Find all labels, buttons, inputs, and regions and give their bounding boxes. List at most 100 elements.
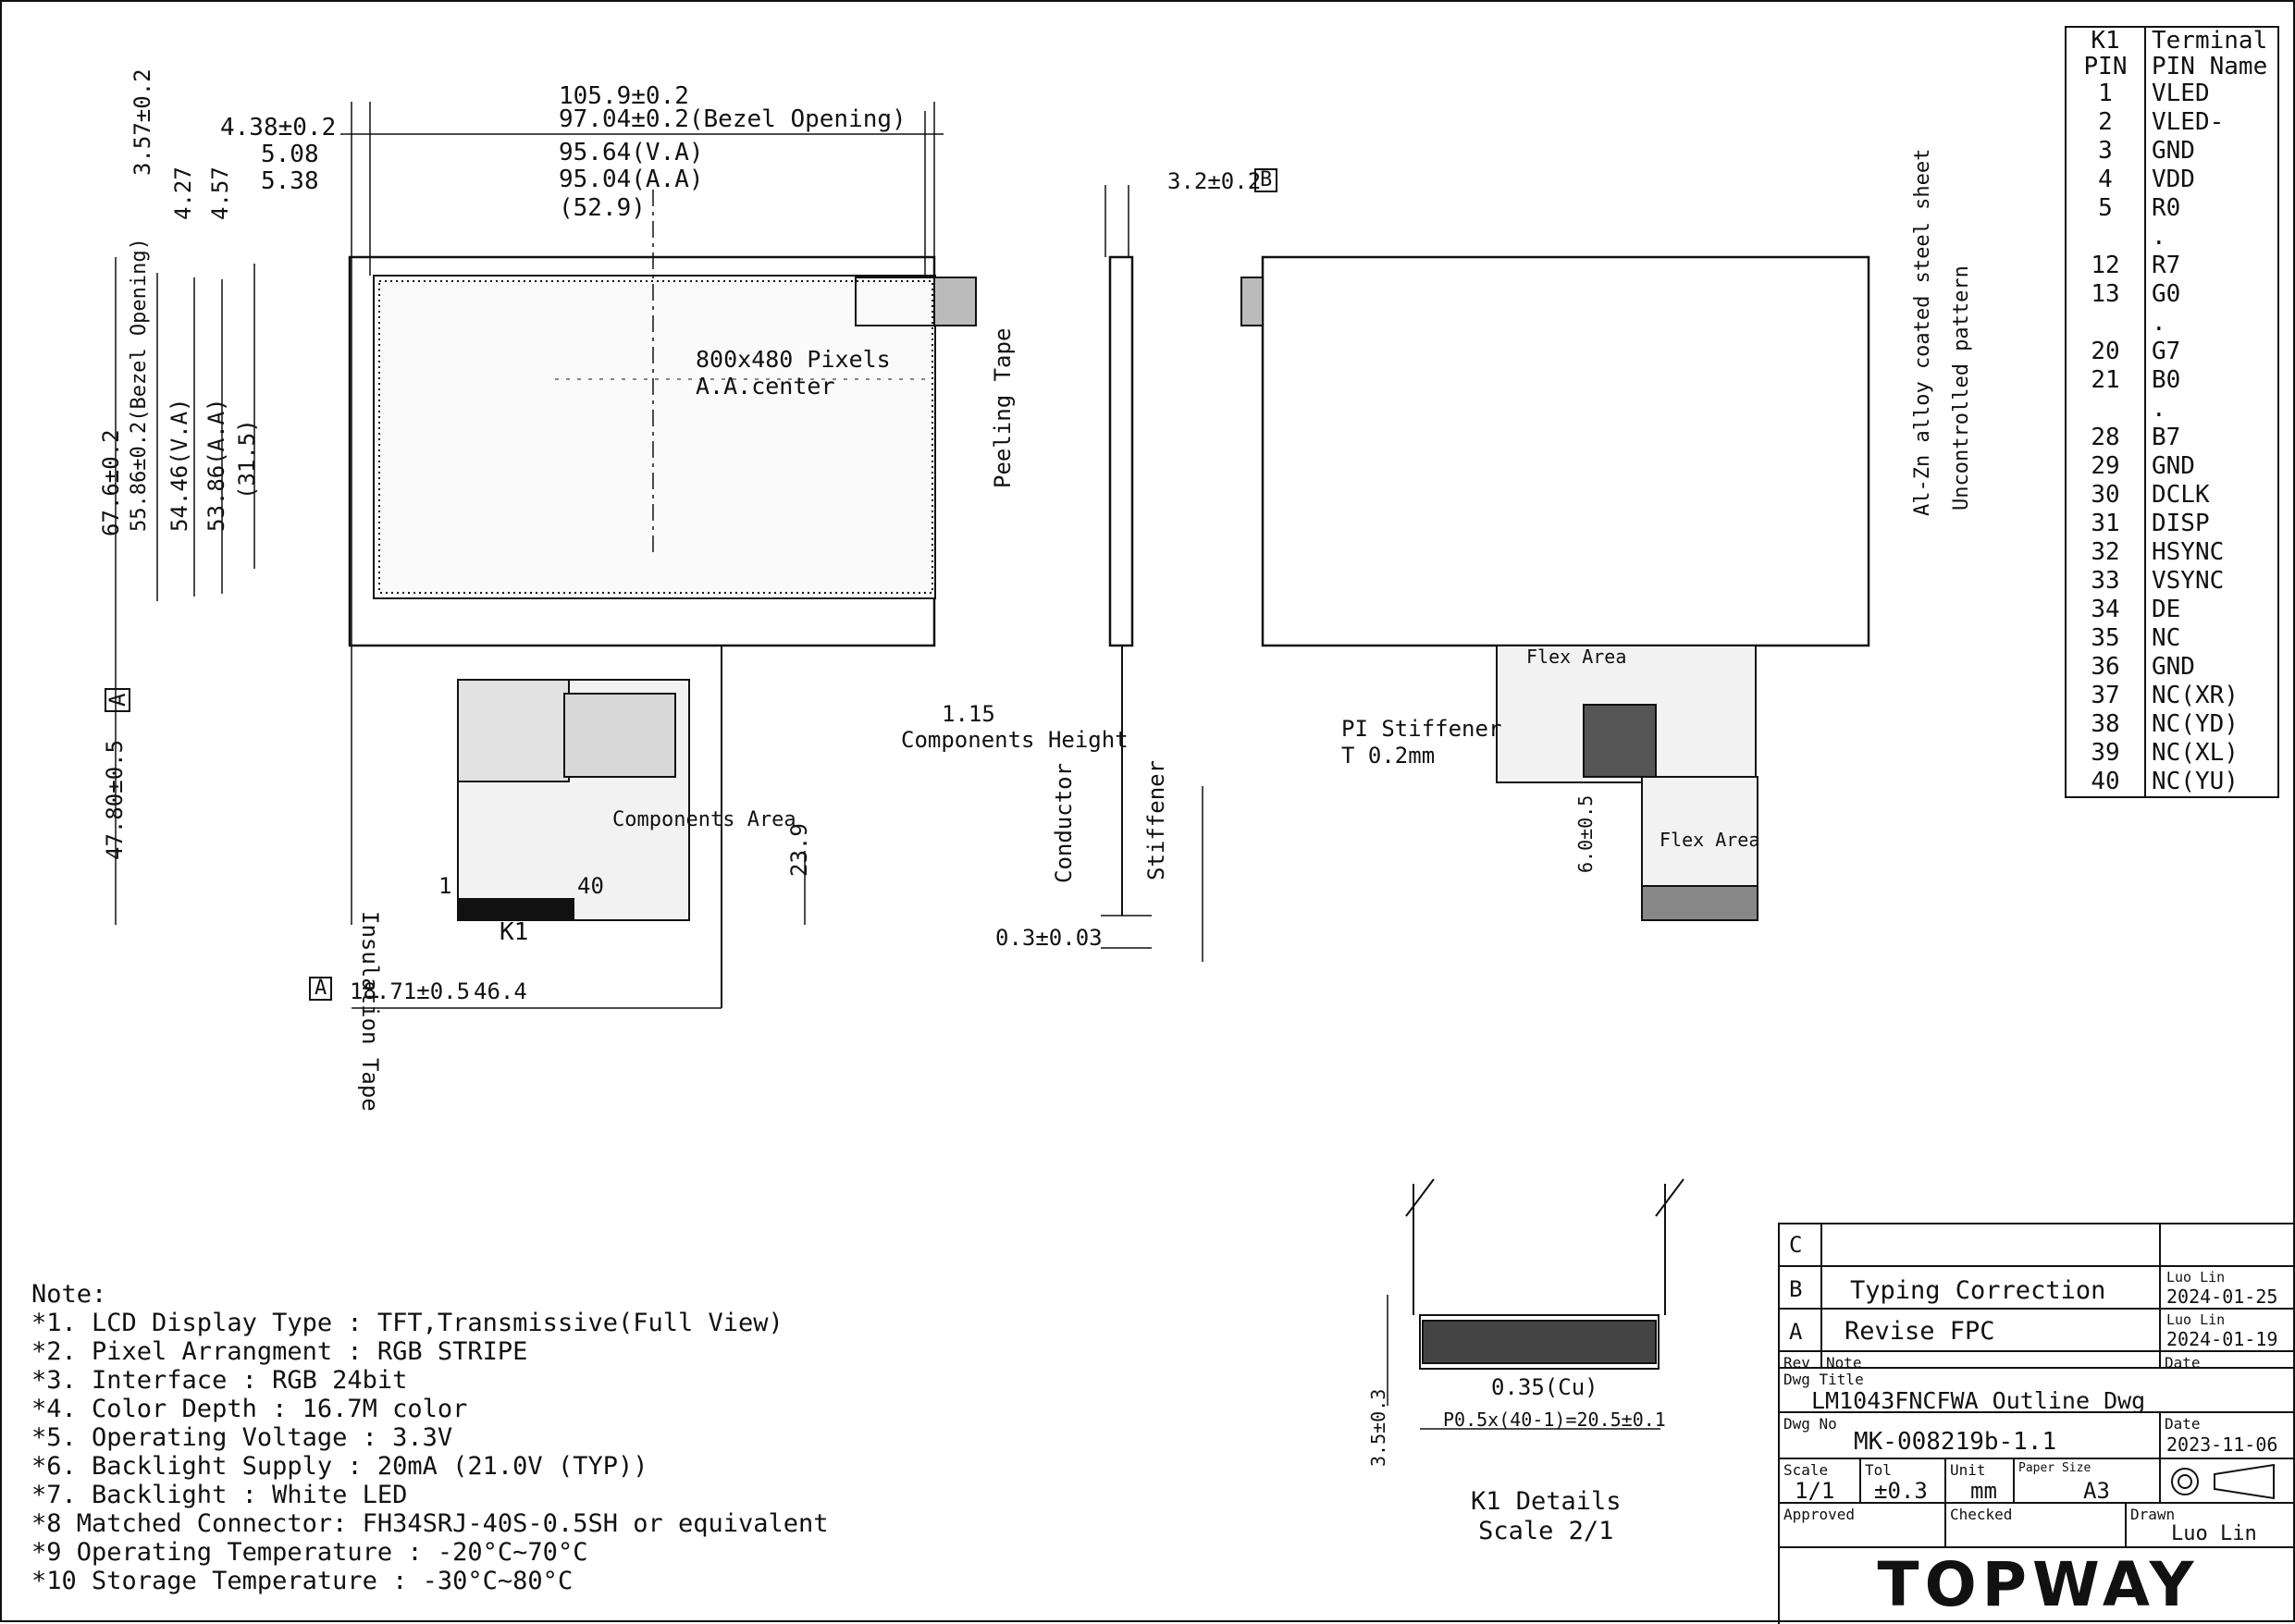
projection-cell [2161, 1459, 2295, 1504]
pin1-label: 1 [438, 873, 452, 899]
pin-name: NC(YU) [2152, 768, 2239, 795]
fpc-thk-label: 0.3±0.03 [995, 925, 1103, 951]
stiffener-back [1583, 704, 1657, 778]
projection-symbol-icon [2171, 1463, 2275, 1500]
pixels-label: 800x480 Pixels [696, 346, 891, 373]
lbl-date: Date [2165, 1415, 2201, 1433]
pin-table-name-hdr: PIN Name [2152, 53, 2268, 80]
rev-b-note-cell: Typing Correction [1822, 1267, 2161, 1310]
rev-b-note: Typing Correction [1850, 1276, 2106, 1305]
rev-mark-a-bottom: A [309, 977, 333, 1001]
pi-thk-label: T 0.2mm [1341, 743, 1436, 769]
rev-a-note: Revise FPC [1845, 1317, 1995, 1346]
rev-c-date-cell [2161, 1224, 2295, 1267]
pin-number: 4 [2066, 166, 2146, 194]
pattern-label: Uncontrolled pattern [1950, 265, 1973, 511]
rev-b: B [1789, 1276, 1803, 1302]
pin-row: . [2066, 395, 2278, 424]
lbl-title: Dwg Title [1783, 1371, 1864, 1388]
pin-number: 32 [2066, 538, 2146, 567]
pin-name: DCLK [2152, 481, 2210, 509]
hdr-rev: Rev [1783, 1354, 1810, 1372]
dim-left-off-2: 5.08 [261, 141, 319, 168]
k1-pitch-total-label: P0.5x(40-1)=20.5±0.1 [1443, 1409, 1666, 1431]
scale: 1/1 [1795, 1478, 1835, 1504]
conductor-label: Conductor [1051, 762, 1077, 883]
k1-detail-scale: Scale 2/1 [1478, 1517, 1614, 1545]
pin-number: 40 [2066, 768, 2146, 797]
pin-name: NC(YD) [2152, 710, 2239, 738]
dim-60-label: 6.0±0.5 [1574, 794, 1597, 873]
k1-height-label: 3.5±0.3 [1367, 1388, 1389, 1467]
dim-center-h: (31.5) [234, 419, 260, 499]
rev-a-date: 2024-01-19 [2166, 1328, 2278, 1350]
pin-number: 31 [2066, 510, 2146, 538]
pin-number: 1 [2066, 80, 2146, 108]
pin-number: 21 [2066, 366, 2146, 395]
pin-name: GND [2152, 137, 2195, 165]
flex-area-label-2: Flex Area [1660, 829, 1760, 851]
pin-name: VLED- [2152, 108, 2225, 136]
pin-number: 5 [2066, 194, 2146, 223]
dim-w-464: 46.4 [474, 978, 527, 1004]
pin-number: 38 [2066, 710, 2146, 739]
pin-name: B0 [2152, 366, 2181, 394]
dim-v-427: 4.27 [170, 166, 196, 220]
k1-detail-body [1419, 1314, 1660, 1370]
dim-v-457: 4.57 [207, 166, 233, 220]
rev-a: A [1789, 1319, 1803, 1345]
rev-b-by: Luo Lin [2166, 1269, 2226, 1286]
notes-block: Note: *1. LCD Display Type : TFT,Transmi… [31, 1280, 829, 1595]
dim-aa-h: 53.86(A.A) [204, 398, 229, 533]
pin-number: 35 [2066, 624, 2146, 653]
pin-table-terminal: Terminal [2152, 27, 2268, 55]
k1-detail-caption: K1 Details Scale 2/1 [1471, 1487, 1622, 1546]
hdr-rev-cell: Rev [1780, 1352, 1822, 1372]
dim-v-357: 3.57±0.2 [130, 68, 155, 176]
hdr-note: Note [1826, 1354, 1862, 1372]
components-area-front [563, 693, 676, 778]
note-item: *4. Color Depth : 16.7M color [31, 1395, 468, 1423]
pin-number: 29 [2066, 452, 2146, 481]
lbl-unit: Unit [1950, 1461, 1986, 1479]
pin-name: B7 [2152, 424, 2181, 451]
note-item: *3. Interface : RGB 24bit [31, 1366, 408, 1395]
pin-name: . [2152, 395, 2166, 423]
pin-number: 36 [2066, 653, 2146, 682]
lbl-approved: Approved [1783, 1506, 1856, 1523]
pin-number: 33 [2066, 567, 2146, 596]
rev-b-date: 2024-01-25 [2166, 1286, 2278, 1308]
note-item: *5. Operating Voltage : 3.3V [31, 1423, 453, 1452]
pin-row: . [2066, 223, 2278, 252]
lbl-no: Dwg No [1783, 1415, 1837, 1433]
insulation-tape-label: Insulation Tape [357, 911, 383, 1112]
pin-name: . [2152, 223, 2166, 251]
pin-table-k1: K1 [2066, 27, 2146, 54]
k1-detail-title: K1 Details [1471, 1487, 1622, 1516]
lbl-tol: Tol [1865, 1461, 1892, 1479]
approved-cell: Approved [1780, 1504, 1946, 1548]
flex-area-label: Flex Area [1526, 646, 1627, 668]
aa-center-label: A.A.center [696, 373, 835, 400]
peeling-tab-front [933, 277, 977, 326]
pin-table-header-2: PIN PIN Name [2066, 54, 2278, 80]
dim-aa-w: 95.04(A.A) [559, 166, 704, 193]
note-item: *10 Storage Temperature : -30°C~80°C [31, 1567, 574, 1595]
pin-name: VDD [2152, 166, 2195, 193]
pin-number: 37 [2066, 682, 2146, 710]
pin-name: NC [2152, 624, 2181, 652]
insulation-tape-area [457, 679, 570, 782]
